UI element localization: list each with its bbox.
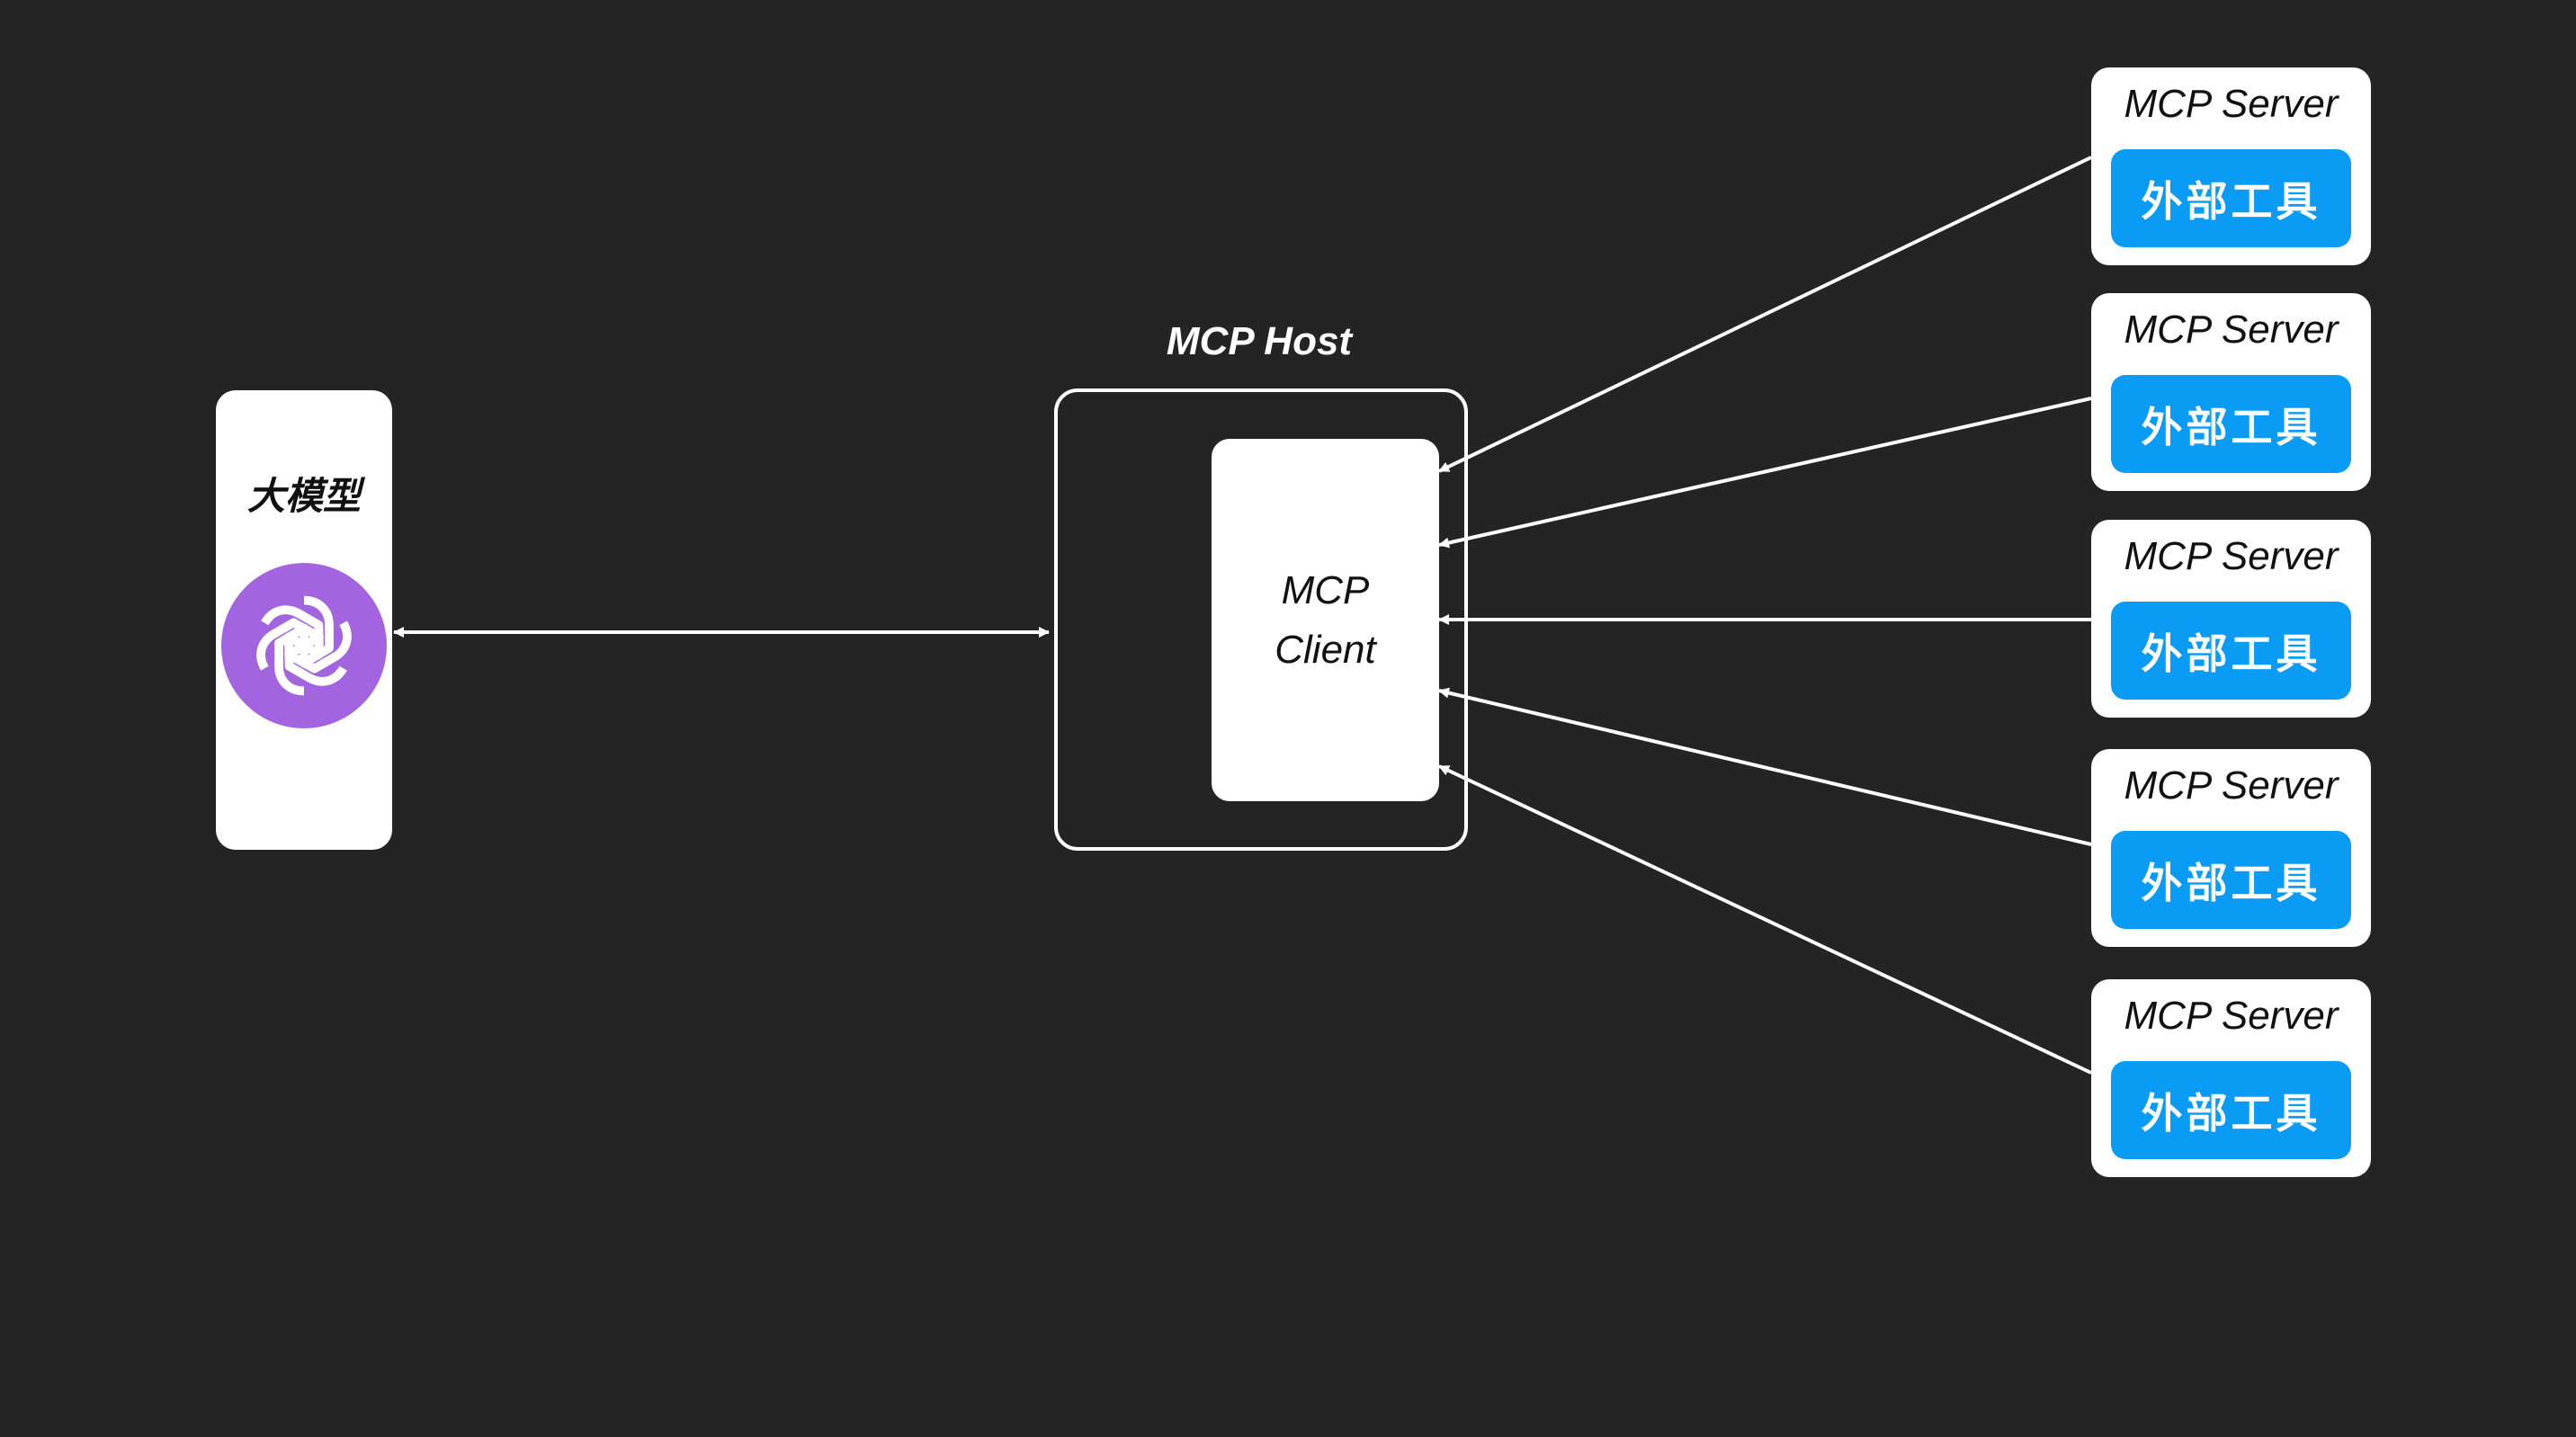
server1-arrow — [1438, 156, 2092, 473]
server-card-5: MCP Server 外部工具 — [2091, 979, 2371, 1177]
host-label: MCP Host — [1166, 319, 1353, 363]
server4-arrow — [1438, 687, 2092, 846]
server-title: MCP Server — [2124, 994, 2339, 1038]
server2-arrow — [1438, 397, 2092, 549]
tool-badge: 外部工具 — [2111, 831, 2351, 929]
llm-title: 大模型 — [246, 475, 361, 517]
openai-knot-icon — [256, 595, 352, 696]
server-title: MCP Server — [2124, 534, 2339, 578]
server-title: MCP Server — [2124, 763, 2339, 808]
client-card: MCP Client — [1212, 439, 1439, 801]
server5-arrow — [1438, 764, 2092, 1075]
server-card-2: MCP Server 外部工具 — [2091, 293, 2371, 491]
tool-badge: 外部工具 — [2111, 375, 2351, 473]
server-card-1: MCP Server 外部工具 — [2091, 67, 2371, 265]
server-card-3: MCP Server 外部工具 — [2091, 520, 2371, 718]
server-title: MCP Server — [2124, 308, 2339, 352]
server-title: MCP Server — [2124, 82, 2339, 126]
openai-logo-icon — [221, 563, 387, 728]
client-label: MCP Client — [1275, 561, 1376, 680]
server-card-4: MCP Server 外部工具 — [2091, 749, 2371, 947]
host-container — [1054, 388, 1468, 851]
llm-card: 大模型 — [216, 390, 392, 850]
client-label-line1: MCP — [1281, 567, 1370, 612]
client-label-line2: Client — [1275, 627, 1376, 672]
tool-badge: 外部工具 — [2111, 602, 2351, 700]
tool-badge: 外部工具 — [2111, 149, 2351, 247]
tool-badge: 外部工具 — [2111, 1061, 2351, 1159]
